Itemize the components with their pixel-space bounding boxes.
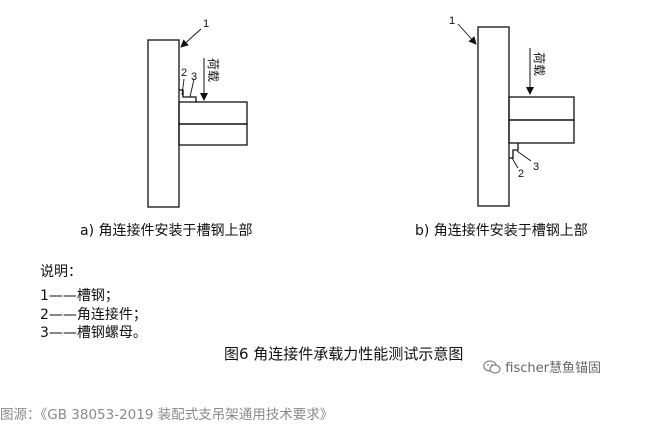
- diagram-b-leader-3: [516, 150, 532, 162]
- legend-item: 2——角连接件；: [40, 307, 147, 323]
- legend-item: 3——槽钢螺母。: [40, 325, 147, 341]
- source-note: 图源：《GB 38053-2019 装配式支吊架通用技术要求》: [0, 407, 334, 423]
- legend-heading: 说明：: [40, 264, 82, 280]
- diagram-a-label-1: 1: [203, 18, 209, 30]
- diagram-a-label-3: 3: [191, 71, 197, 83]
- wechat-icon: [483, 359, 501, 374]
- diagram-a-channel-upper: [178, 101, 248, 125]
- watermark: fischer慧鱼锚固: [483, 357, 601, 376]
- diagram-a: 1 2 3 荷载: [147, 18, 248, 208]
- diagram-b-load-label: 荷载: [532, 52, 546, 76]
- figure-title: 图6 角连接件承载力性能测试示意图: [224, 345, 464, 363]
- diagram-b-label-3: 3: [533, 161, 539, 173]
- diagram-a-label-2: 2: [181, 67, 187, 79]
- watermark-text: fischer慧鱼锚固: [505, 361, 601, 376]
- legend-item: 1——槽钢；: [40, 288, 119, 304]
- diagram-b-label-1: 1: [449, 15, 455, 27]
- diagram-b-label-2: 2: [518, 168, 524, 180]
- diagram-b: 1 2 3 荷载: [449, 15, 575, 207]
- diagram-a-caption: a) 角连接件安装于槽钢上部: [80, 223, 253, 239]
- diagram-b-caption: b) 角连接件安装于槽钢上部: [415, 223, 588, 239]
- diagram-a-leader-1: [180, 28, 202, 48]
- diagram-b-leader-1: [457, 23, 477, 45]
- diagram-a-leader-3: [189, 78, 195, 98]
- diagram-a-channel-lower: [178, 123, 248, 146]
- diagram-b-wall-plate: [477, 26, 510, 207]
- diagram-a-wall-plate: [147, 39, 180, 208]
- diagram-b-channel-lower: [508, 119, 575, 144]
- diagram-a-leader-2: [181, 78, 185, 96]
- diagram-b-angle-connector: [509, 143, 519, 159]
- diagram-b-leader-2: [511, 157, 519, 169]
- diagram-a-angle-connector: [179, 89, 197, 102]
- diagram-b-channel-upper: [508, 96, 575, 121]
- diagram-a-load-label: 荷载: [206, 58, 220, 82]
